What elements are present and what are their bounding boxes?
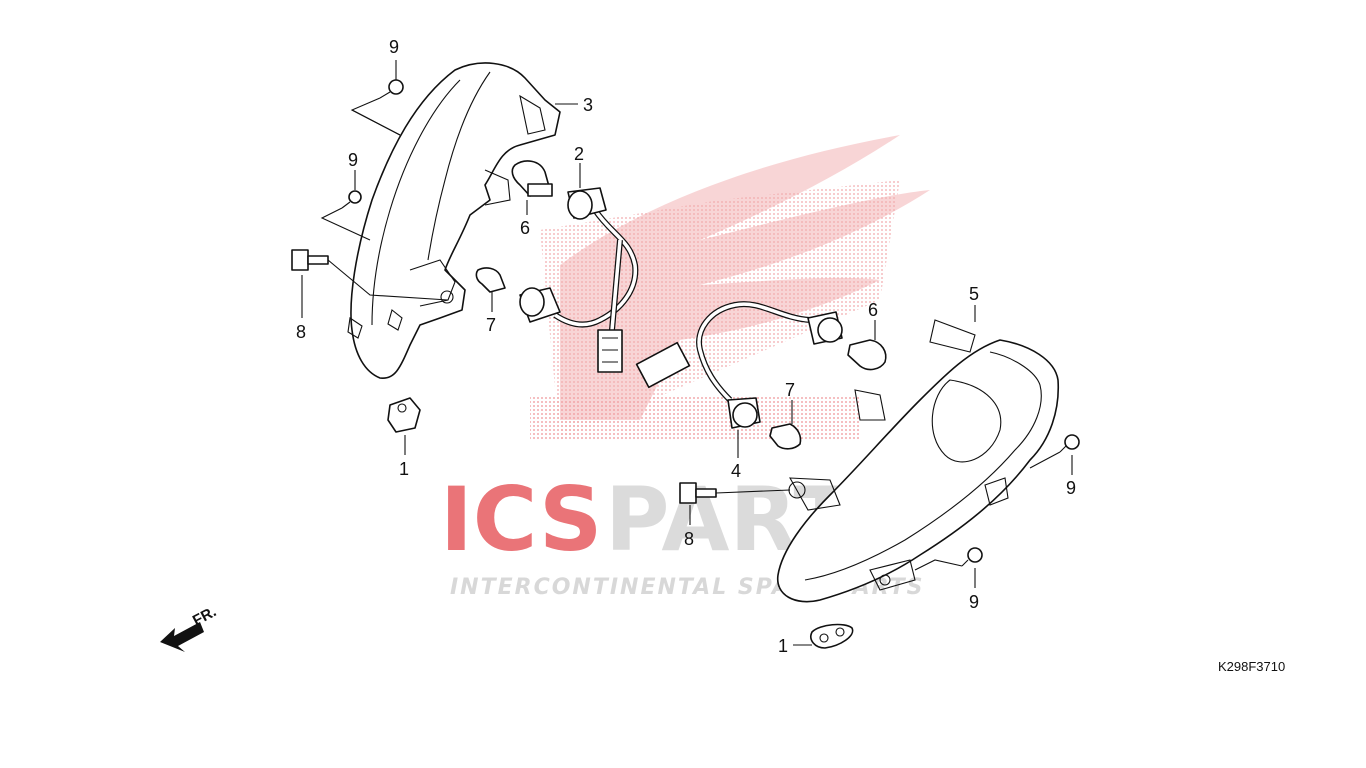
leader-lines	[301, 60, 1073, 646]
bolt-8-right	[679, 482, 717, 504]
watermark-wing-logo	[530, 135, 930, 440]
label-part-9-mid-left: 9	[348, 150, 358, 170]
label-part-4: 4	[731, 461, 741, 481]
label-part-6-right: 6	[868, 300, 878, 320]
label-part-9-right-upper: 9	[1066, 478, 1076, 498]
screw-9-right-lower	[961, 547, 983, 567]
label-part-1-lower: 1	[778, 636, 788, 656]
label-part-6-left: 6	[520, 218, 530, 238]
right-blinker-housing	[777, 319, 1060, 603]
label-part-8-left: 8	[296, 322, 306, 342]
label-part-7-right: 7	[785, 380, 795, 400]
label-part-5: 5	[969, 284, 979, 304]
screw-9-top-left	[379, 79, 404, 99]
left-blinker-housing	[347, 62, 561, 379]
label-part-8-right: 8	[684, 529, 694, 549]
label-part-2: 2	[574, 144, 584, 164]
front-direction-indicator: FR.	[160, 603, 219, 652]
screw-9-mid-left	[341, 190, 362, 209]
wire-harness-left	[519, 187, 639, 373]
bulb-6-left	[511, 160, 553, 197]
label-part-3: 3	[583, 95, 593, 115]
watermark-brand-red: ICS	[440, 468, 602, 571]
drawing-code: K298F3710	[1218, 659, 1285, 674]
bolt-8-left	[291, 249, 329, 271]
label-part-1-upper: 1	[399, 459, 409, 479]
bulb-6-right	[847, 339, 887, 371]
part-labels: 9 3 9 2 6 8 7 1 5 6 7 4 9 8 9 1	[296, 37, 1076, 656]
wire-harness-right	[635, 301, 843, 429]
screw-9-right-upper	[1059, 434, 1080, 453]
label-part-7-left: 7	[486, 315, 496, 335]
bulb-7-right	[769, 423, 802, 450]
clip-1-lower	[810, 623, 854, 649]
label-part-9-right-lower: 9	[969, 592, 979, 612]
label-part-9-top-left: 9	[389, 37, 399, 57]
clip-1-upper	[387, 397, 421, 433]
bulb-7-left	[475, 267, 506, 293]
